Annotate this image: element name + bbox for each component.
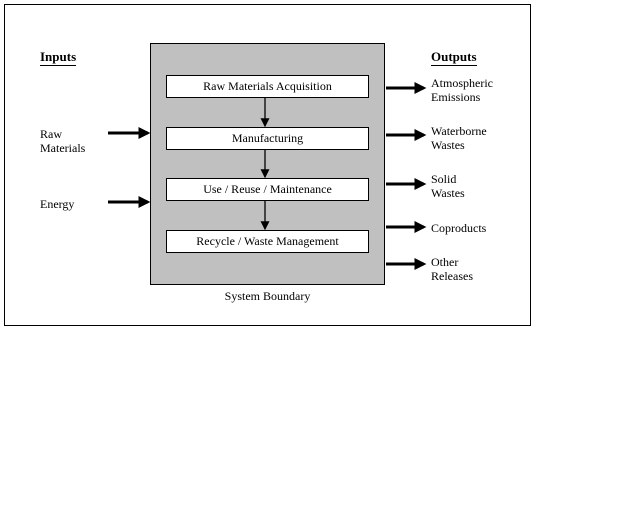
outputs-heading: Outputs — [431, 49, 477, 66]
output-other-releases: Other Releases — [431, 255, 473, 283]
stage-use-reuse-maintenance: Use / Reuse / Maintenance — [166, 178, 369, 201]
output-label-line-2: Wastes — [431, 186, 465, 200]
stage-manufacturing: Manufacturing — [166, 127, 369, 150]
output-waterborne-wastes: Waterborne Wastes — [431, 124, 487, 152]
output-label-line-2: Wastes — [431, 138, 465, 152]
output-label-line-2: Emissions — [431, 90, 481, 104]
stage-recycle-waste-management: Recycle / Waste Management — [166, 230, 369, 253]
output-label-line-1: Waterborne — [431, 124, 487, 138]
output-atmospheric-emissions: Atmospheric Emissions — [431, 76, 493, 104]
input-label-line-1: Raw — [40, 127, 62, 141]
system-boundary-label: System Boundary — [224, 289, 311, 303]
input-raw-materials: Raw Materials — [40, 127, 85, 155]
stage-raw-materials-acquisition: Raw Materials Acquisition — [166, 75, 369, 98]
inputs-heading: Inputs — [40, 49, 77, 66]
input-label-line-2: Materials — [40, 141, 86, 155]
output-label-line-2: Releases — [431, 269, 473, 283]
input-energy: Energy — [40, 197, 75, 211]
output-label-line-1: Other — [431, 255, 459, 269]
output-solid-wastes: Solid Wastes — [431, 172, 465, 200]
output-label-line-1: Atmospheric — [431, 76, 493, 90]
output-label-line-1: Solid — [431, 172, 457, 186]
diagram-frame — [4, 4, 531, 326]
output-coproducts: Coproducts — [431, 221, 487, 235]
